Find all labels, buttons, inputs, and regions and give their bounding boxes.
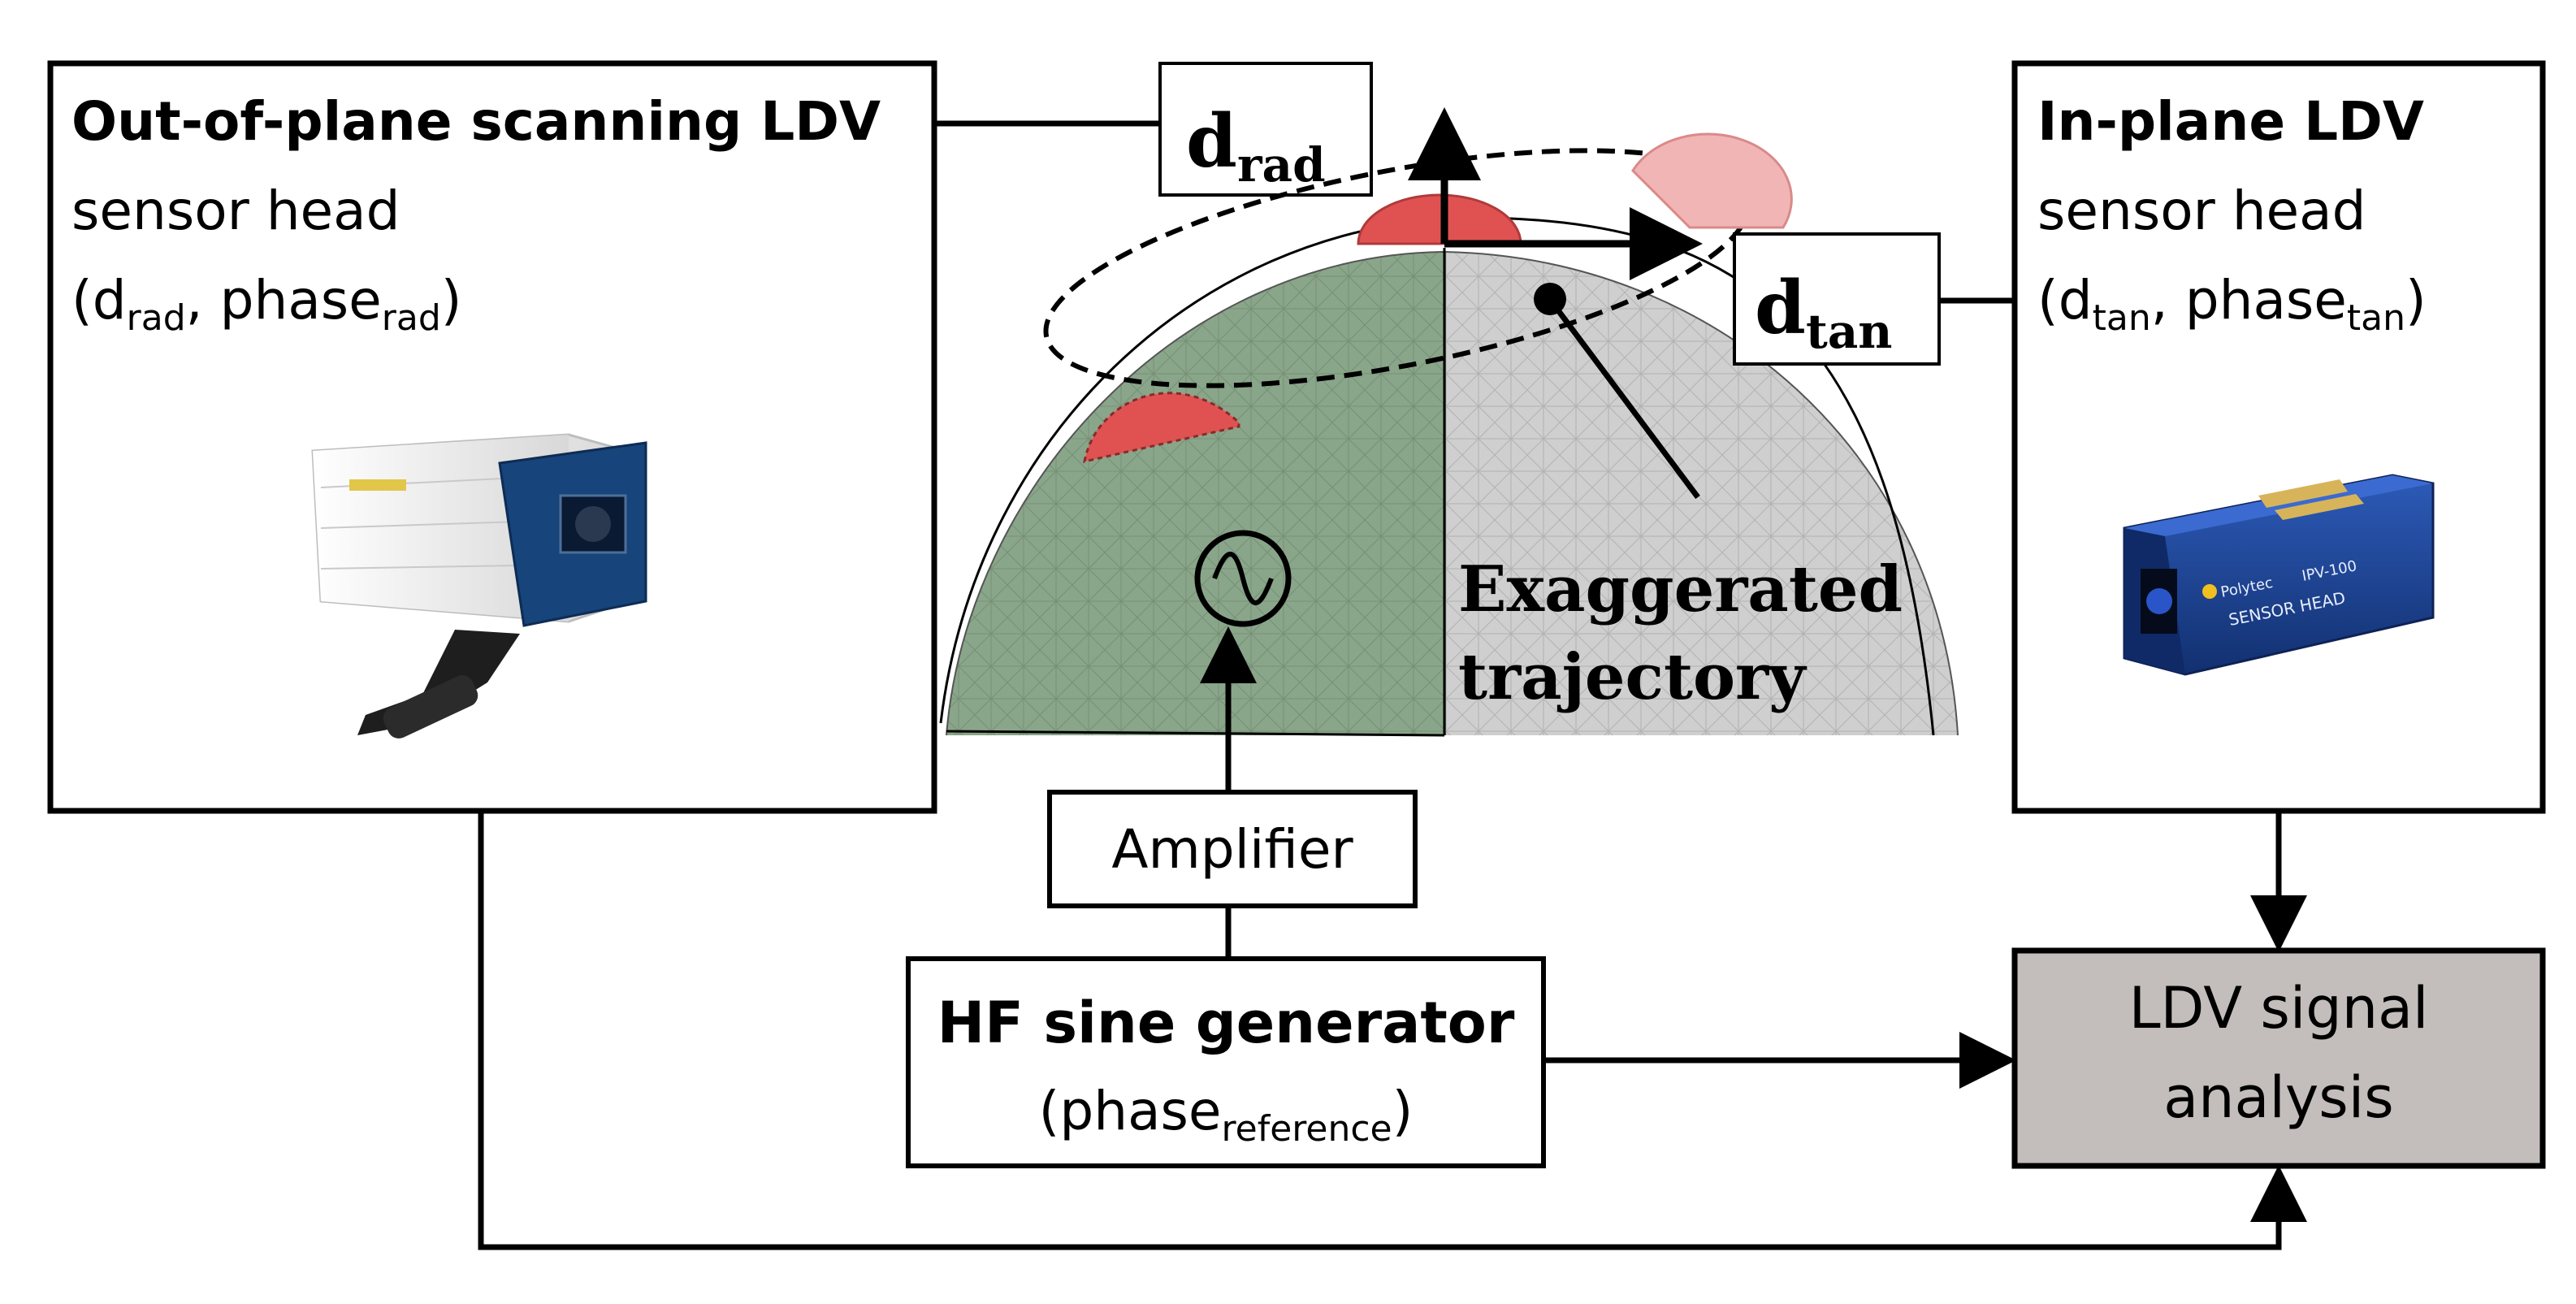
generator-phase-reference: (phasereference) bbox=[1039, 1080, 1414, 1150]
trajectory-label-line2: trajectory bbox=[1458, 640, 1808, 714]
amplifier-box bbox=[1047, 790, 1418, 908]
trajectory-pointer-line bbox=[1553, 305, 1700, 500]
left-box-to-analysis-connector bbox=[478, 811, 2307, 1250]
generator-title: HF sine generator bbox=[937, 990, 1515, 1056]
left-box-title: Out-of-plane scanning LDV bbox=[71, 90, 881, 153]
right-box-quantities: (dtan, phasetan) bbox=[2037, 269, 2427, 339]
analysis-label-line1: LDV signal bbox=[2129, 975, 2429, 1042]
in-plane-ldv-device-illustration: Polytec IPV-100 SENSOR HEAD bbox=[2123, 474, 2435, 676]
analysis-label-line2: analysis bbox=[2163, 1064, 2393, 1131]
left-box-subtitle: sensor head bbox=[71, 180, 400, 242]
right-box-subtitle: sensor head bbox=[2037, 180, 2366, 242]
top-measurement-marker bbox=[1357, 193, 1522, 245]
brand-dot-icon bbox=[2202, 584, 2217, 599]
signal-analysis-box bbox=[2011, 947, 2546, 1169]
sine-wave-glyph bbox=[1212, 552, 1274, 605]
right-measurement-marker bbox=[1631, 132, 1793, 229]
sine-generator-box bbox=[906, 956, 1546, 1168]
amplifier-label: Amplifier bbox=[1111, 818, 1353, 881]
left-sensor-box bbox=[47, 60, 937, 814]
right-sensor-box bbox=[2011, 60, 2546, 814]
drad-label: drad bbox=[1186, 98, 1326, 193]
hemisphere-dome bbox=[939, 216, 1959, 737]
scanning-ldv-device-illustration bbox=[311, 433, 647, 739]
left-box-quantities: (drad, phaserad) bbox=[71, 269, 462, 339]
dtan-label: dtan bbox=[1755, 265, 1892, 359]
right-box-title: In-plane LDV bbox=[2037, 90, 2424, 153]
sine-source-icon bbox=[1194, 530, 1292, 627]
trajectory-label-line1: Exaggerated bbox=[1458, 552, 1903, 626]
left-measurement-marker bbox=[1083, 392, 1240, 463]
drad-label-box bbox=[1158, 62, 1373, 197]
